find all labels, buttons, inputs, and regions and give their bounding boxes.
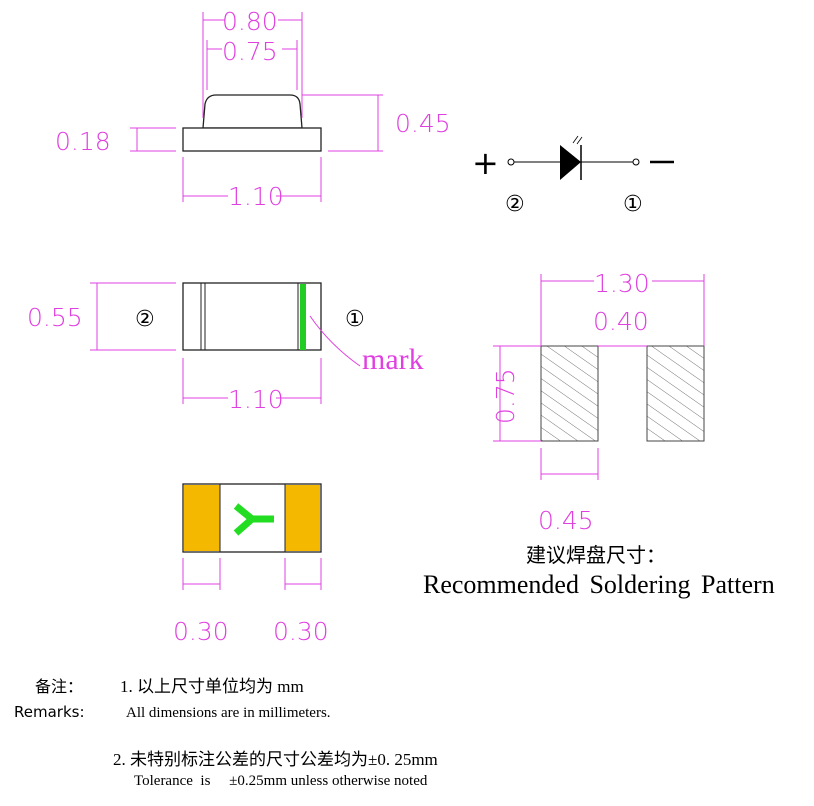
polarity-y-icon (233, 503, 274, 536)
base (182, 127, 322, 152)
remarks-label-cn: 备注： (35, 677, 83, 696)
note1-cn: 1. 以上尺寸单位均为 mm (120, 677, 304, 696)
dim-length: 1.10 (228, 182, 284, 211)
dim-height-total: 0.45 (395, 109, 451, 138)
pin1-label: ① (623, 192, 643, 217)
light-emission-arrows-icon (572, 135, 583, 145)
remarks: 备注： 1. 以上尺寸单位均为 mm Remarks: All dimensio… (14, 677, 438, 789)
dim-width: 0.55 (27, 303, 83, 332)
note1-en: All dimensions are in millimeters. (126, 705, 331, 721)
remarks-label-en: Remarks: (14, 703, 85, 721)
bottom-view: 0.30 0.30 (173, 483, 329, 646)
note2-cn: 2. 未特别标注公差的尺寸公差均为±0. 25mm (113, 750, 438, 769)
dim-total: 1.30 (594, 269, 650, 298)
plus-sign: + (472, 144, 499, 182)
side-view: 0.80 0.75 0.45 0.18 1.10 (55, 7, 451, 211)
cathode-mark (300, 284, 306, 350)
dim-gap: 0.40 (593, 307, 649, 336)
diode-symbol: + ② ① (472, 135, 674, 217)
pin2-label: ② (135, 307, 155, 332)
dim-width-dome: 0.75 (222, 37, 278, 66)
mark-label: mark (362, 343, 424, 376)
led-triangle-icon (560, 145, 581, 180)
dim-length: 1.10 (228, 385, 284, 414)
lens-dome (202, 94, 303, 129)
dim-pad-right: 0.30 (273, 617, 329, 646)
pin2-label: ② (505, 192, 525, 217)
note2-en: Tolerance is ±0.25mm unless otherwise no… (134, 773, 428, 789)
soldering-pattern: 1.30 0.40 0.75 0.45 建议焊盘尺寸： Recommended … (423, 269, 775, 599)
pattern-title-en: Recommended Soldering Pattern (423, 570, 775, 599)
pin1-label: ① (345, 307, 365, 332)
top-view: ② ① mark 0.55 1.10 (27, 282, 424, 414)
dim-pad-width: 0.45 (538, 506, 594, 535)
dim-height-base: 0.18 (55, 127, 111, 156)
dim-pad-left: 0.30 (173, 617, 229, 646)
pad-left (184, 485, 220, 551)
pattern-title-cn: 建议焊盘尺寸： (526, 543, 666, 567)
dim-width-top: 0.80 (222, 7, 278, 36)
dim-height: 0.75 (491, 368, 520, 424)
pad-right (285, 485, 320, 551)
